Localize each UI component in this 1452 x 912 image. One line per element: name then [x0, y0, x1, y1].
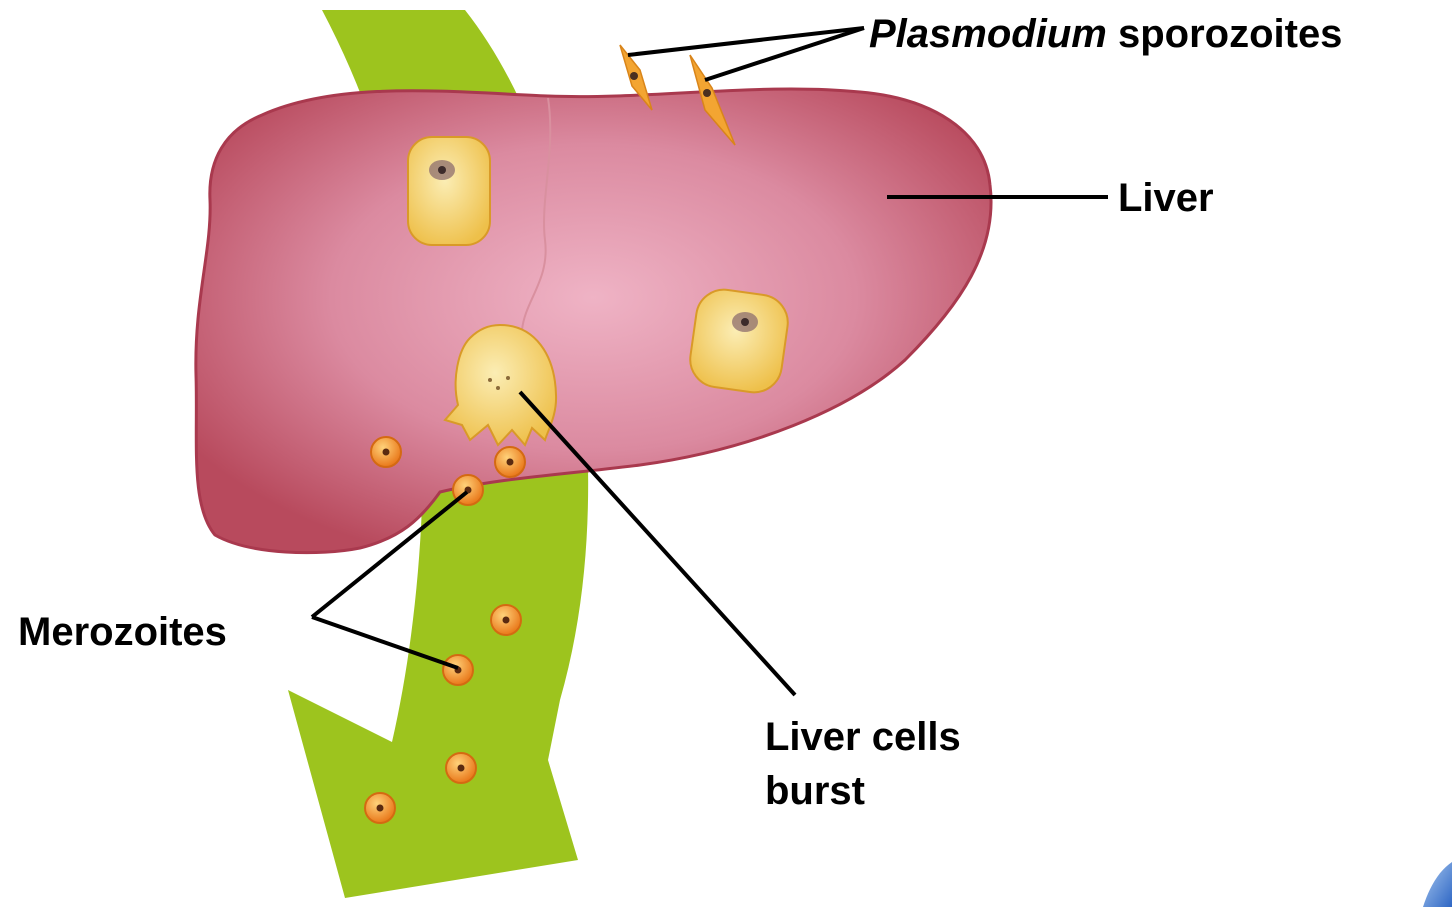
- burst-label-line1: Liver cells: [765, 710, 961, 764]
- liver-cells-burst-label: Liver cells burst: [765, 710, 961, 818]
- infected-liver-cell-upper-left: [408, 137, 490, 245]
- sporozoites-label: Plasmodium sporozoites: [869, 12, 1342, 56]
- burst-label-line2: burst: [765, 764, 961, 818]
- merozoites-label: Merozoites: [18, 610, 227, 654]
- liver-shape: [196, 89, 991, 553]
- infected-liver-cell-right: [687, 286, 792, 396]
- sporozoites-label-genus: Plasmodium: [869, 12, 1107, 56]
- corner-accent: [1423, 862, 1452, 907]
- sporozoites-label-rest: sporozoites: [1107, 12, 1343, 56]
- liver-label: Liver: [1118, 176, 1214, 220]
